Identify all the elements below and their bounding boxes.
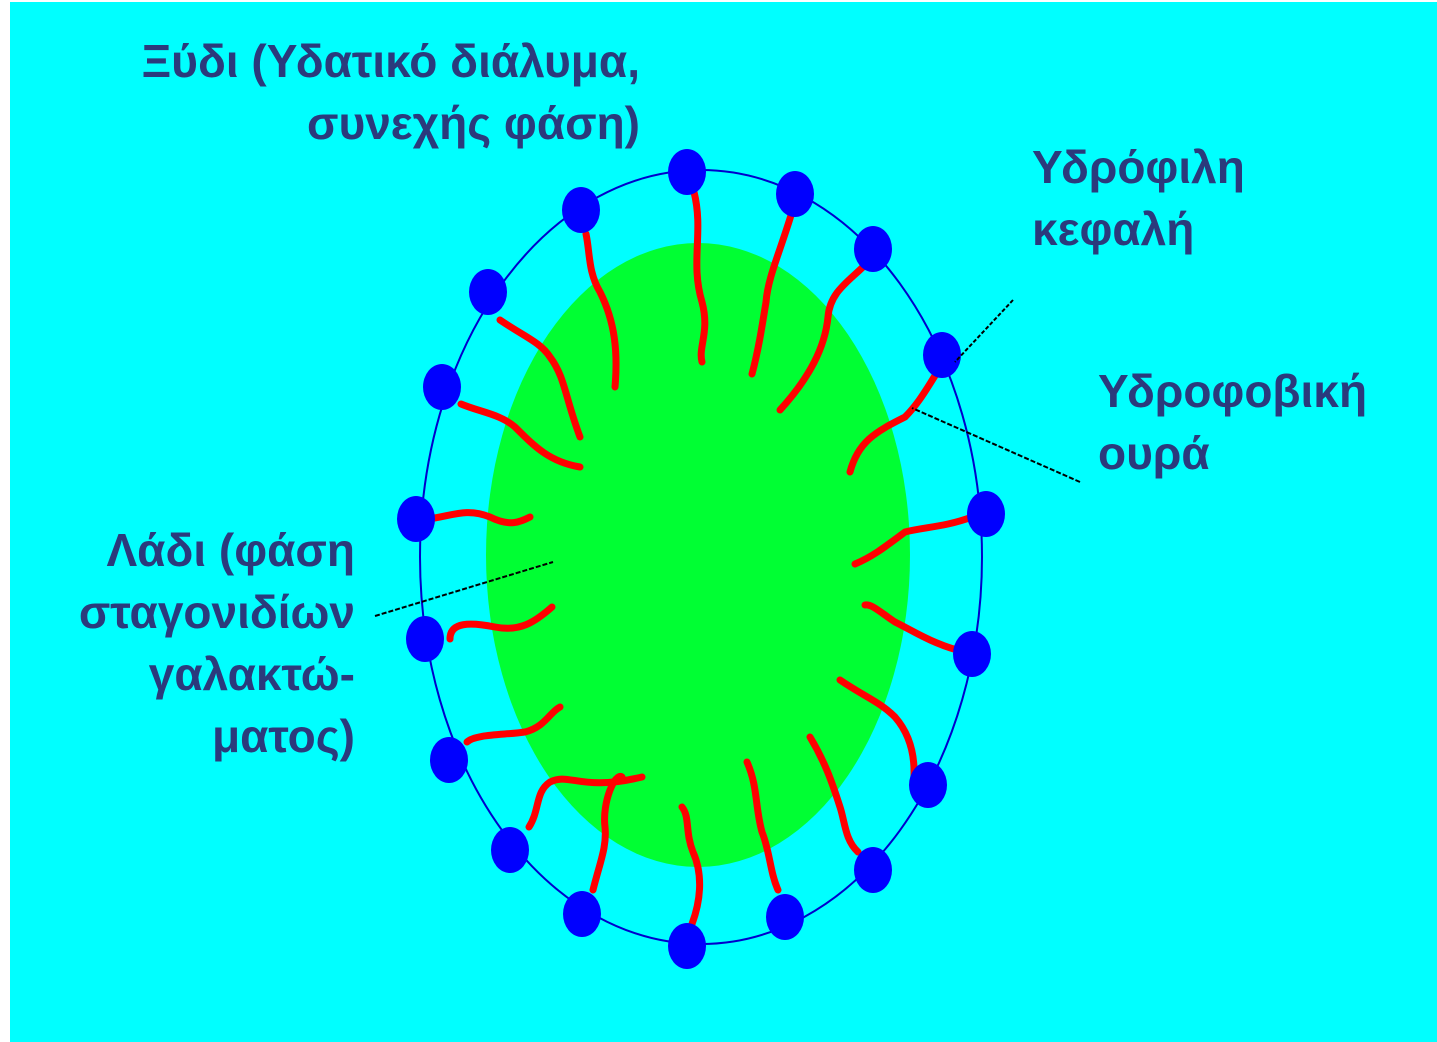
- oil-label-line-3: γαλακτώ-: [30, 643, 355, 705]
- diagram-canvas: Ξύδι (Υδατικό διάλυμα, συνεχής φάση) Υδρ…: [10, 2, 1437, 1042]
- vinegar-label: Ξύδι (Υδατικό διάλυμα, συνεχής φάση): [50, 30, 640, 154]
- hydrophilic-head-3: [854, 226, 892, 272]
- hydrophilic-head-9: [766, 894, 804, 940]
- hydrophilic-head-label-line-2: κεφαλή: [1032, 198, 1245, 260]
- vinegar-label-line-1: Ξύδι (Υδατικό διάλυμα,: [50, 30, 640, 92]
- hydrophilic-head-15: [397, 496, 435, 542]
- oil-label: Λάδι (φάση σταγονιδίων γαλακτώ- ματος): [30, 519, 355, 767]
- vinegar-label-line-2: συνεχής φάση): [50, 92, 640, 154]
- oil-label-line-4: ματος): [30, 705, 355, 767]
- hydrophilic-head-7: [909, 762, 947, 808]
- hydrophilic-head-17: [469, 269, 507, 315]
- hydrophilic-head-10: [668, 923, 706, 969]
- oil-label-line-1: Λάδι (φάση: [30, 519, 355, 581]
- hydrophobic-tail-label-line-2: ουρά: [1098, 422, 1367, 484]
- hydrophilic-head-label-line-1: Υδρόφιλη: [1032, 136, 1245, 198]
- hydrophilic-head-6: [953, 631, 991, 677]
- hydrophilic-head-2: [776, 171, 814, 217]
- hydrophilic-head-11: [563, 891, 601, 937]
- hydrophilic-head-13: [430, 737, 468, 783]
- hydrophobic-tail-label: Υδροφοβική ουρά: [1098, 360, 1367, 484]
- oil-label-line-2: σταγονιδίων: [30, 581, 355, 643]
- hydrophilic-head-4: [923, 332, 961, 378]
- hydrophilic-head-14: [406, 616, 444, 662]
- oil-droplet: [486, 243, 910, 867]
- hydrophilic-head-5: [967, 491, 1005, 537]
- hydrophilic-head-label: Υδρόφιλη κεφαλή: [1032, 136, 1245, 260]
- hydrophilic-head-8: [854, 847, 892, 893]
- hydrophilic-head-12: [491, 827, 529, 873]
- hydrophilic-head-1: [668, 149, 706, 195]
- hydrophobic-tail-label-line-1: Υδροφοβική: [1098, 360, 1367, 422]
- hydrophilic-head-18: [562, 187, 600, 233]
- hydrophilic-head-16: [423, 364, 461, 410]
